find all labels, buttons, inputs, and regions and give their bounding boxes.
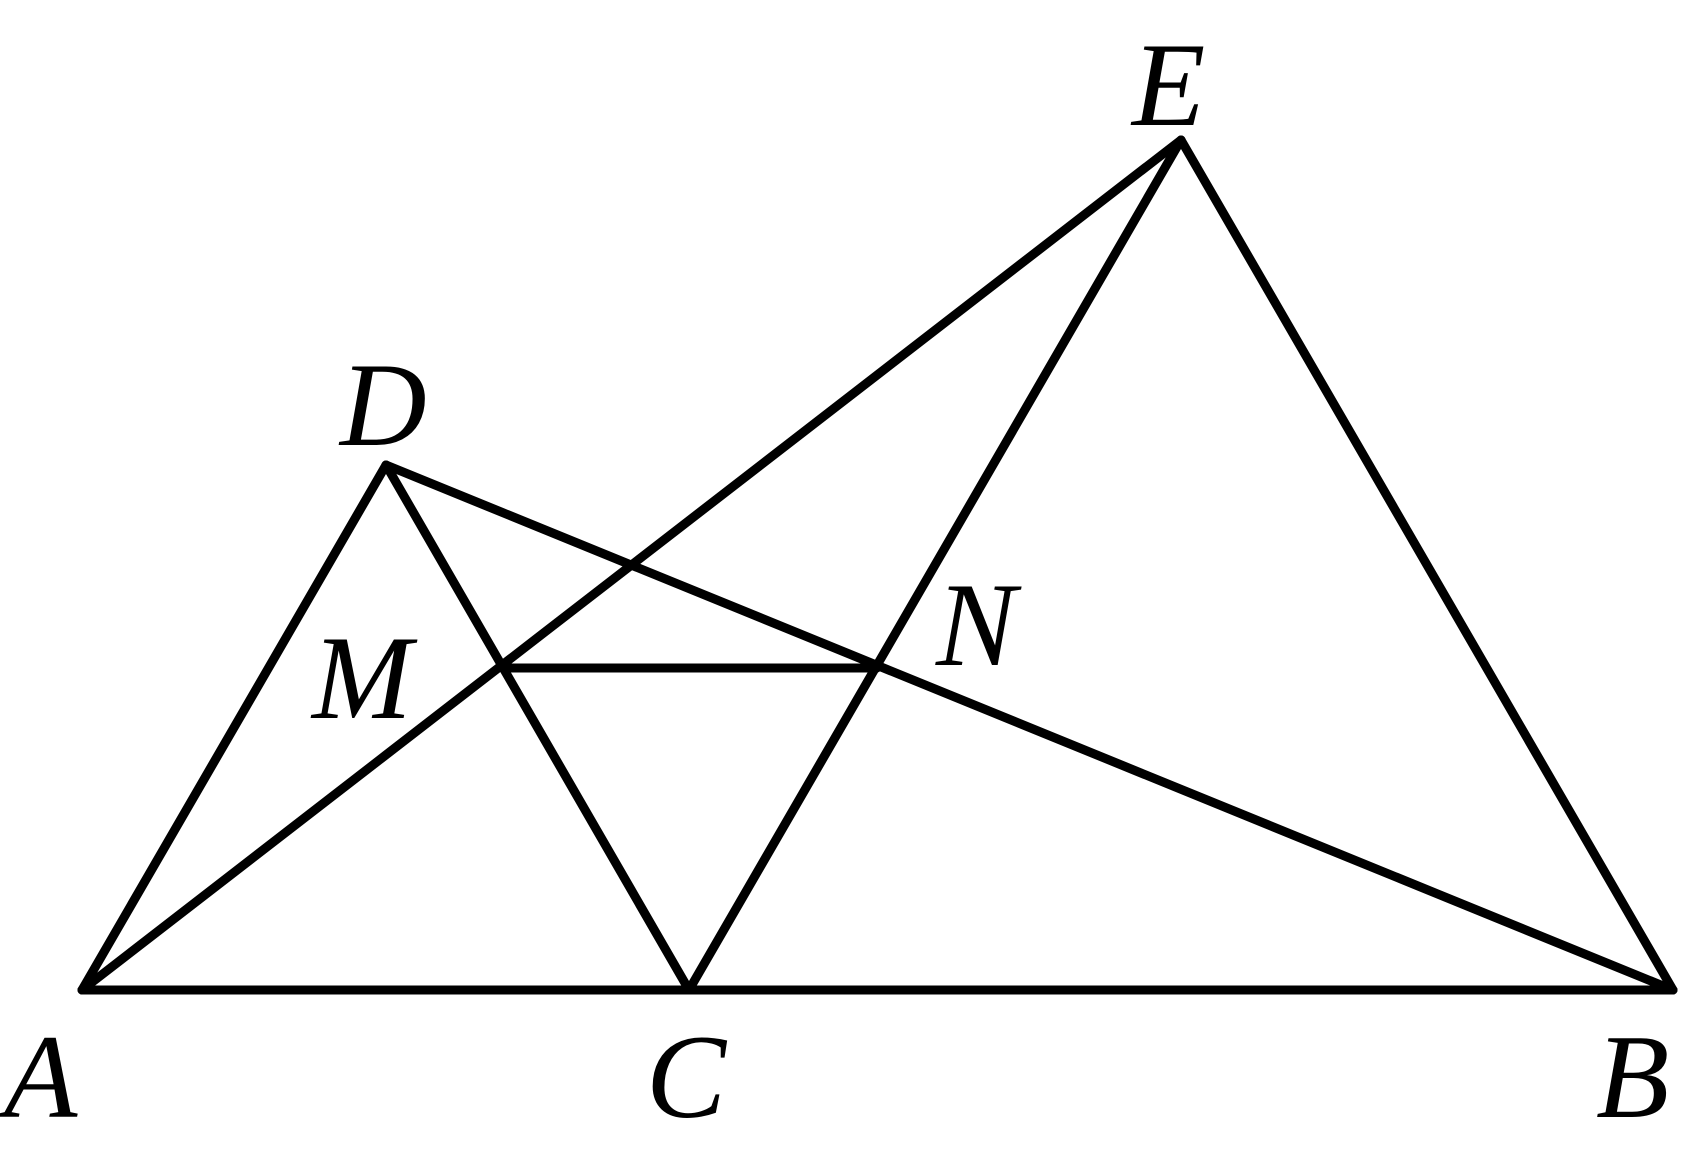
label-e: E bbox=[1130, 18, 1205, 151]
segment-dc bbox=[381, 460, 694, 995]
segment-db bbox=[381, 460, 1678, 995]
label-m: M bbox=[310, 611, 418, 744]
segment-ad bbox=[77, 460, 391, 995]
segment-eb bbox=[1176, 135, 1678, 995]
label-d: D bbox=[338, 338, 427, 471]
label-b: B bbox=[1596, 1010, 1669, 1143]
label-c: C bbox=[646, 1010, 728, 1143]
label-a: A bbox=[0, 1010, 78, 1143]
segment-ce bbox=[684, 135, 1186, 995]
label-n: N bbox=[935, 558, 1022, 691]
